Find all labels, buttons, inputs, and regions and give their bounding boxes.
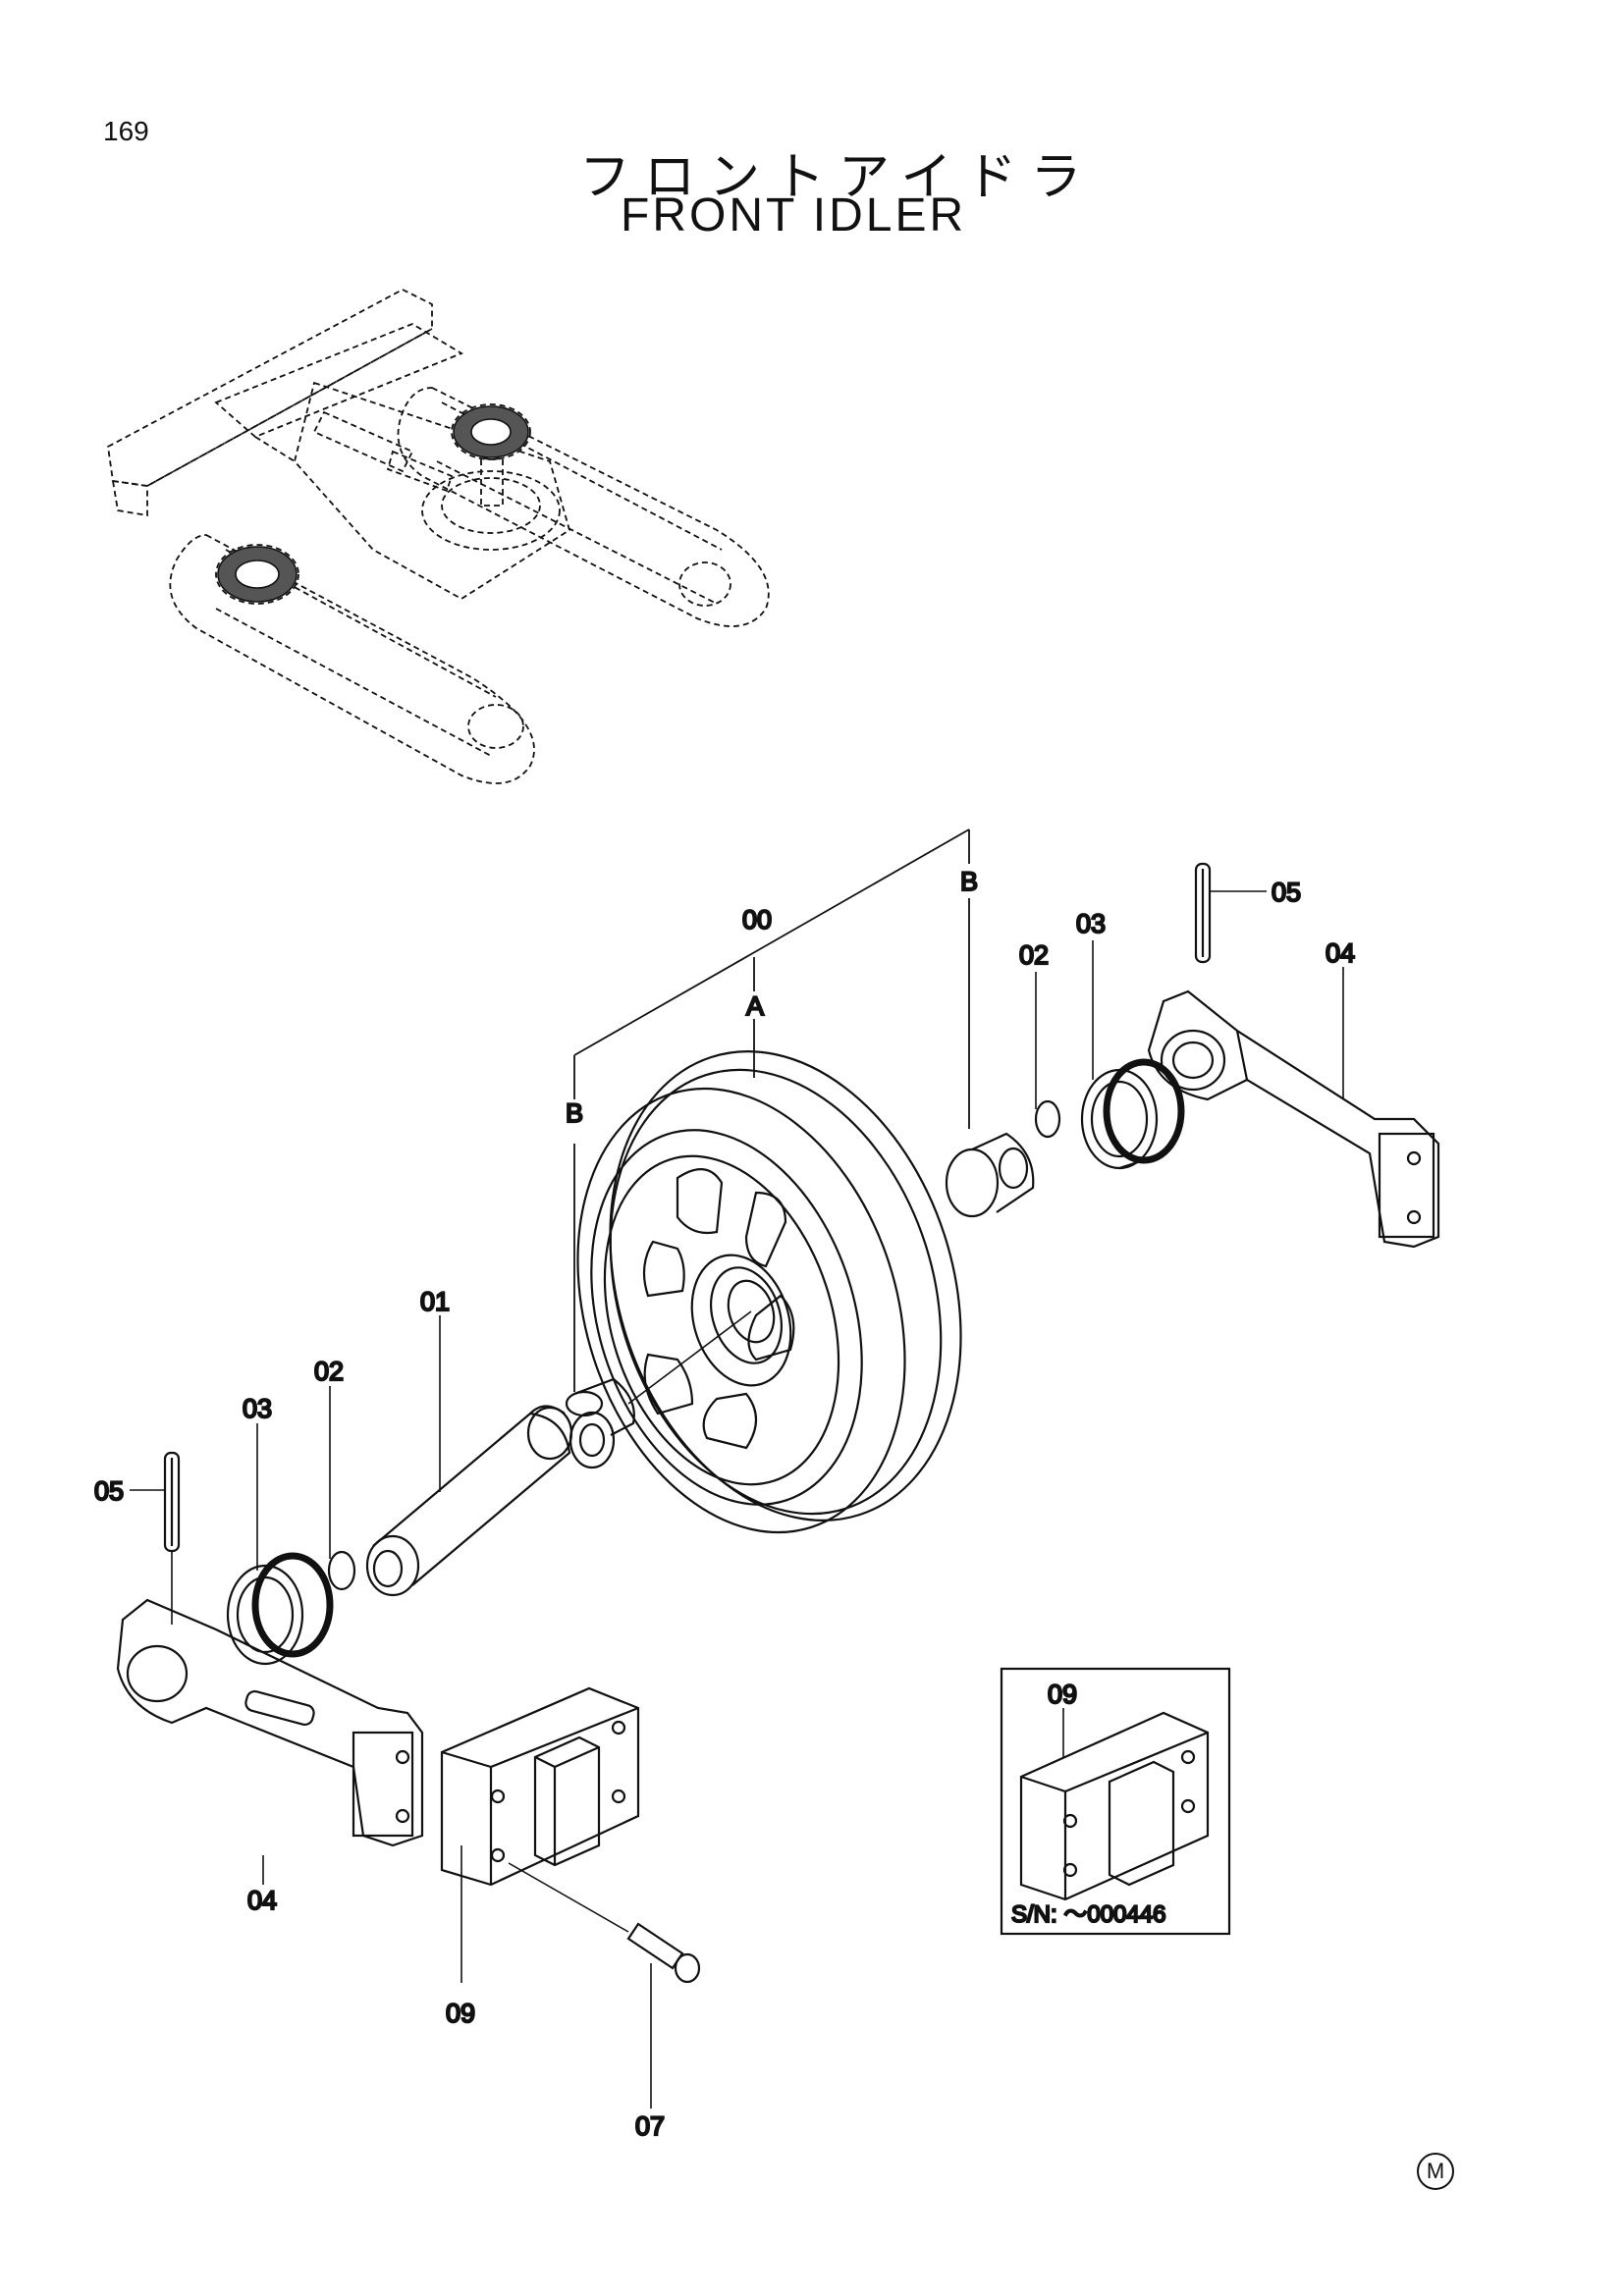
- bushing-right: [945, 1132, 1035, 1218]
- centerline: [627, 1310, 752, 1405]
- inset-box: [1000, 1667, 1231, 1936]
- callout-leaders: [130, 890, 1344, 2109]
- pin-left: [163, 1451, 181, 1553]
- callout-00: 00: [742, 905, 772, 934]
- title-english: FRONT IDLER: [621, 189, 967, 241]
- callout-04-left: 04: [247, 1886, 277, 1915]
- callout-03-left: 03: [243, 1394, 272, 1423]
- callout-04-right: 04: [1326, 938, 1355, 968]
- idler-wheel: [576, 1050, 962, 1534]
- callout-09-inset: 09: [1048, 1680, 1077, 1709]
- callout-03-right: 03: [1076, 909, 1106, 938]
- callout-B-right: B: [960, 867, 978, 896]
- m-mark: M: [1417, 2153, 1454, 2190]
- bracket-right: [1147, 989, 1440, 1249]
- callout-05-right: 05: [1272, 878, 1301, 907]
- bolt: [508, 1862, 701, 1984]
- seal-left: [226, 1552, 334, 1666]
- callout-02-left: 02: [314, 1357, 344, 1386]
- callout-07: 07: [635, 2111, 665, 2141]
- overview-idler-highlight: [217, 405, 529, 603]
- bracket-left: [116, 1598, 424, 1847]
- callout-A: A: [746, 991, 764, 1021]
- o-ring-left: [327, 1550, 356, 1591]
- callout-05-left: 05: [94, 1476, 124, 1506]
- callout-B-left: B: [566, 1098, 583, 1128]
- callout-09: 09: [446, 1999, 475, 2028]
- callout-02-right: 02: [1019, 940, 1049, 970]
- assembly-bracket-lines: [573, 828, 970, 1392]
- guard-block: [440, 1686, 640, 1887]
- title-japanese: フロントアイドラ: [579, 148, 1096, 207]
- undercarriage-overview: [107, 288, 770, 784]
- o-ring-right: [1034, 1099, 1061, 1139]
- seal-right: [1080, 1058, 1185, 1170]
- idler-shaft: [365, 1405, 573, 1597]
- page-number: 169: [103, 116, 149, 146]
- serial-number-label: S/N: ～000446: [1011, 1901, 1165, 1928]
- callout-01: 01: [420, 1287, 450, 1316]
- pin-right: [1194, 862, 1212, 964]
